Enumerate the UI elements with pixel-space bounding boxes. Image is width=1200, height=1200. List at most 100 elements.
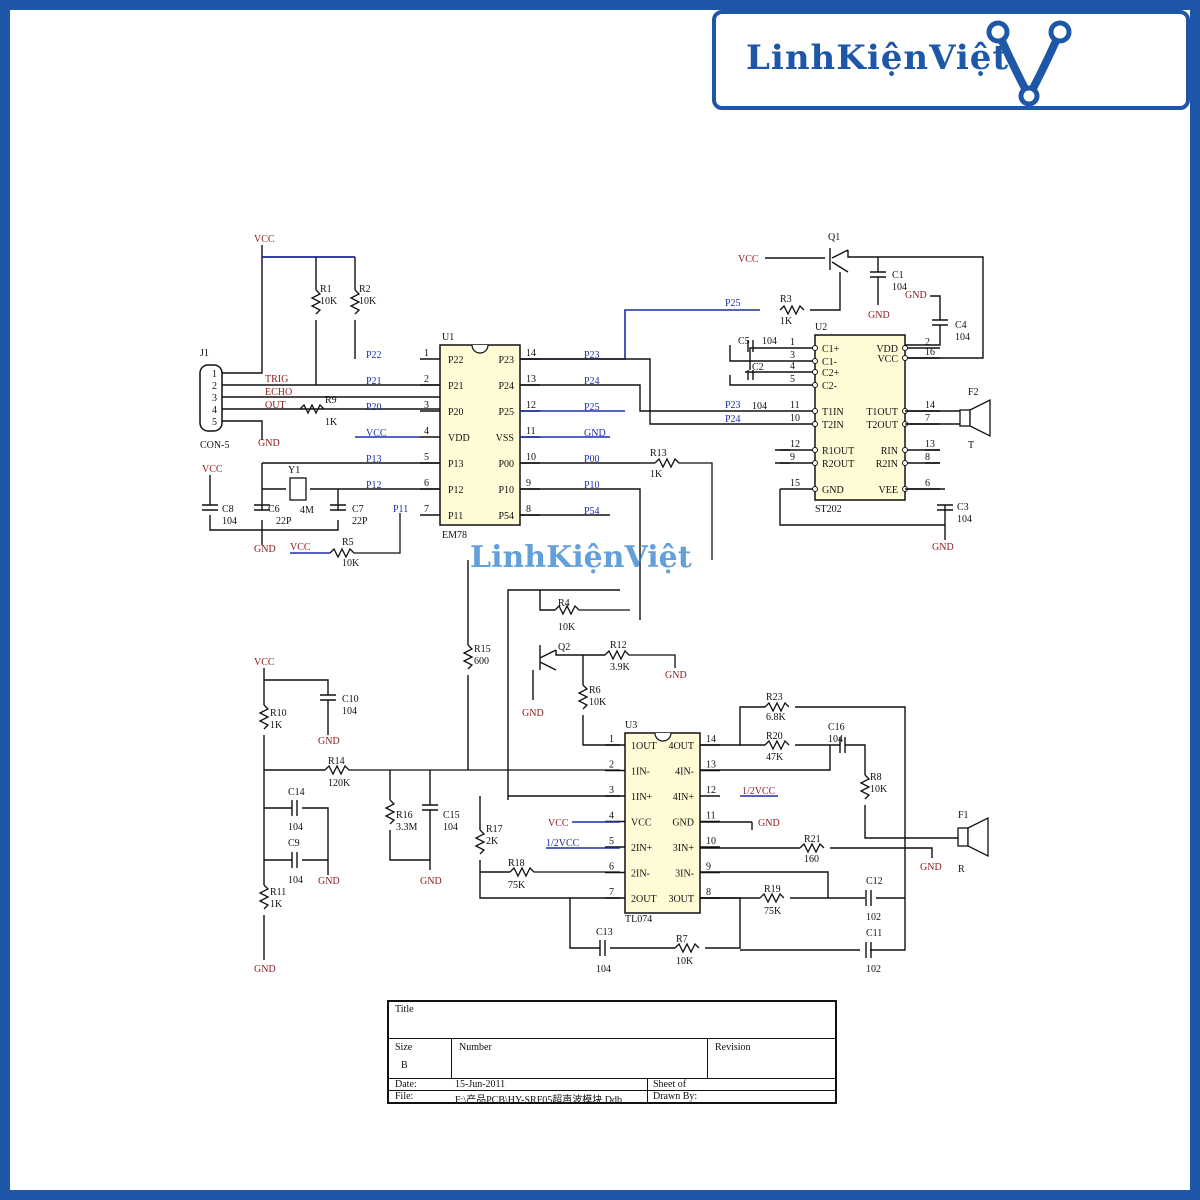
svg-text:U2: U2 (815, 322, 827, 333)
chip-u3: U3 TL074 (624, 720, 701, 925)
svg-text:F2: F2 (968, 387, 979, 398)
svg-text:GND: GND (522, 708, 544, 719)
svg-text:120K: 120K (328, 778, 351, 789)
pin-name: P22 (448, 355, 464, 366)
svg-text:102: 102 (866, 964, 881, 975)
svg-text:U1: U1 (442, 332, 454, 343)
pin-name: P13 (448, 459, 464, 470)
file-value: F:\产品PCB\HY-SRF05超声波模块.Ddb (455, 1095, 622, 1106)
svg-text:R12: R12 (610, 640, 627, 651)
u2-caps: C5 104 C2 104 P23 P24 C3 104 GND (725, 336, 972, 553)
pin-name: P21 (448, 381, 464, 392)
pin-name: P12 (448, 485, 464, 496)
pin-name: RIN (881, 446, 898, 457)
svg-text:P20: P20 (366, 402, 382, 413)
pin-number: 14 (925, 400, 935, 411)
pullup-network: VCC R1 10K R2 10K (254, 234, 377, 385)
pin-name: VDD (876, 344, 898, 355)
pin-number: 8 (925, 452, 930, 463)
pin-number: 16 (925, 347, 935, 358)
svg-text:VCC: VCC (366, 428, 387, 439)
svg-text:2: 2 (212, 381, 217, 392)
svg-text:ECHO: ECHO (265, 387, 292, 398)
pin-number: 2 (424, 374, 429, 385)
transistor-q1: Q1 VCC R3 1K P25 C1 104 GND GND C4 104 (725, 232, 984, 359)
resistor-r9: R9 1K (299, 395, 338, 428)
svg-text:C5: C5 (738, 336, 750, 347)
pin-number: 5 (609, 836, 614, 847)
svg-text:22P: 22P (276, 516, 292, 527)
size-value: B (401, 1060, 408, 1071)
pin-dot (812, 486, 818, 492)
svg-text:3.9K: 3.9K (610, 662, 631, 673)
pin-name: VCC (631, 818, 652, 829)
svg-text:P54: P54 (584, 506, 600, 517)
drawn-by-label: Drawn By: (653, 1091, 698, 1102)
transistor-q2: R4 10K Q2 R12 3.9K GND GND R6 10K (507, 589, 687, 800)
speaker-f1: F1 R GND (905, 810, 989, 875)
svg-text:Q2: Q2 (558, 642, 570, 653)
svg-text:P21: P21 (366, 376, 382, 387)
pin-name: 4OUT (668, 741, 694, 752)
svg-text:104: 104 (222, 516, 237, 527)
svg-text:Q1: Q1 (828, 232, 840, 243)
pin-number: 9 (790, 452, 795, 463)
date-label: Date: (395, 1079, 417, 1090)
pin-dot (812, 421, 818, 427)
pin-number: 4 (609, 811, 614, 822)
svg-text:Y1: Y1 (288, 465, 300, 476)
pin-number: 10 (790, 413, 800, 424)
title-block: Title Size B Number Revision Date: 15-Ju… (387, 1000, 837, 1106)
svg-text:3: 3 (212, 393, 217, 404)
pin-name: T2OUT (866, 420, 898, 431)
size-label: Size (395, 1042, 413, 1053)
svg-text:T: T (968, 440, 974, 451)
svg-text:P25: P25 (584, 402, 600, 413)
pin-name: C1+ (822, 344, 840, 355)
page-frame (10, 10, 1190, 1190)
svg-text:VCC: VCC (202, 464, 223, 475)
pin-name: 3OUT (668, 894, 694, 905)
svg-text:C3: C3 (957, 502, 969, 513)
svg-text:F1: F1 (958, 810, 969, 821)
svg-text:C15: C15 (443, 810, 460, 821)
pin-number: 11 (526, 426, 536, 437)
svg-text:J1: J1 (200, 348, 209, 359)
svg-text:GND: GND (258, 438, 280, 449)
svg-text:P23: P23 (725, 400, 741, 411)
pin-number: 13 (706, 760, 716, 771)
svg-text:C16: C16 (828, 722, 845, 733)
pin-name: T1OUT (866, 407, 898, 418)
svg-text:VCC: VCC (290, 542, 311, 553)
svg-text:C6: C6 (268, 504, 280, 515)
pin-name: P20 (448, 407, 464, 418)
svg-text:R3: R3 (780, 294, 792, 305)
svg-text:104: 104 (288, 875, 303, 886)
svg-text:22P: 22P (352, 516, 368, 527)
pin-dot (812, 382, 818, 388)
pin-number: 11 (706, 811, 716, 822)
revision-label: Revision (715, 1042, 751, 1053)
pin-name: VEE (879, 485, 898, 496)
pin-dot (902, 345, 908, 351)
pin-number: 6 (925, 478, 930, 489)
svg-text:P24: P24 (725, 414, 741, 425)
svg-text:1/2VCC: 1/2VCC (742, 786, 776, 797)
pin-name: T2IN (822, 420, 844, 431)
pin-name: C2+ (822, 368, 840, 379)
pin-number: 5 (424, 452, 429, 463)
svg-text:1/2VCC: 1/2VCC (546, 838, 580, 849)
pin-number: 13 (526, 374, 536, 385)
resistor-r5: VCC R5 10K (290, 513, 401, 569)
svg-text:R10: R10 (270, 708, 287, 719)
svg-text:R2: R2 (359, 284, 371, 295)
svg-text:10K: 10K (589, 697, 607, 708)
number-label: Number (459, 1042, 492, 1053)
svg-text:R5: R5 (342, 537, 354, 548)
svg-text:1: 1 (212, 369, 217, 380)
svg-text:10K: 10K (359, 296, 377, 307)
svg-text:GND: GND (254, 544, 276, 555)
pin-number: 3 (424, 400, 429, 411)
svg-text:R15: R15 (474, 644, 491, 655)
